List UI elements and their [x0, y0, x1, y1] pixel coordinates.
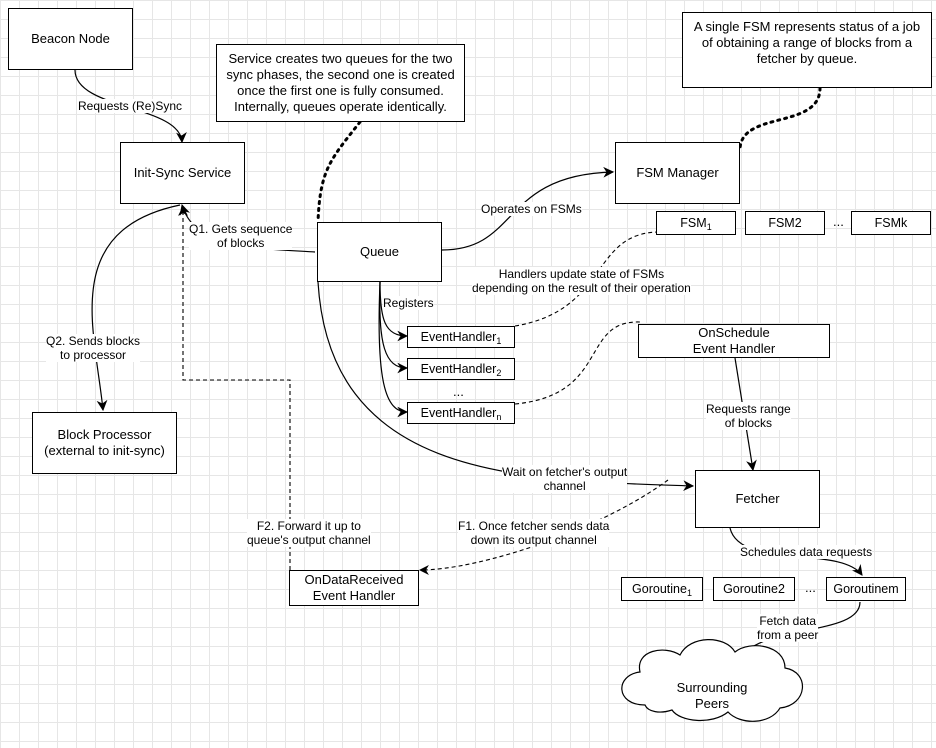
- goroutine-1[interactable]: Goroutine1: [621, 577, 703, 601]
- edge-registers-n: [378, 281, 409, 418]
- beacon-node-label: Beacon Node: [31, 31, 110, 46]
- surrounding-peers[interactable]: Surrounding Peers: [657, 680, 767, 712]
- note-queues-line-2: sync phases, the second one is created: [226, 67, 455, 82]
- event-handler-n-text: EventHandler: [420, 406, 497, 420]
- edge-handler-onschedule: [514, 321, 641, 405]
- note-fsm-line-2: of obtaining a range of blocks from a: [701, 35, 913, 50]
- event-handler-n[interactable]: EventHandlern: [407, 402, 515, 424]
- note-fsm-line-1: A single FSM represents status of a job: [693, 19, 921, 34]
- label-requests-range: Requests range of blocks: [706, 402, 791, 430]
- note-queues-line-4: Internally, queues operate identically.: [234, 99, 447, 114]
- edge-q2: [91, 204, 181, 412]
- goroutine-1-label: Goroutine1: [632, 581, 692, 598]
- beacon-node[interactable]: Beacon Node: [8, 8, 133, 70]
- label-q2-line-1: Q2. Sends blocks: [46, 334, 141, 348]
- block-processor[interactable]: Block Processor (external to init-sync): [32, 412, 177, 474]
- note-fsm: A single FSM represents status of a job …: [682, 12, 932, 88]
- note-link-fsm: [738, 86, 822, 152]
- event-handler-1-label: EventHandler1: [420, 329, 502, 346]
- label-q1-line-2: of blocks: [217, 236, 265, 250]
- block-processor-label-2: (external to init-sync): [44, 443, 165, 458]
- event-handler-2[interactable]: EventHandler2: [407, 358, 515, 380]
- label-handlers-update-line-2: depending on the result of their operati…: [472, 281, 691, 295]
- fsm-2-label: FSM2: [768, 216, 802, 230]
- fetcher-label: Fetcher: [735, 491, 780, 506]
- fsm-ellipsis: ...: [833, 214, 844, 229]
- init-sync-service[interactable]: Init-Sync Service: [120, 142, 245, 204]
- fsm-k-label: FSMk: [874, 216, 908, 230]
- label-requests-range-line-1: Requests range: [706, 402, 791, 416]
- label-requests-range-line-2: of blocks: [724, 416, 773, 430]
- note-queues-line-3: once the first one is fully consumed.: [237, 83, 444, 98]
- note-fsm-line-3: fetcher by queue.: [756, 51, 858, 66]
- label-wait-fetcher: Wait on fetcher's output channel: [502, 465, 628, 493]
- goroutine-1-sub: 1: [686, 588, 692, 598]
- label-requests-resync: Requests (Re)Sync: [78, 99, 183, 113]
- label-operates-on-fsms: Operates on FSMs: [481, 202, 582, 216]
- edge-f2: [178, 206, 291, 570]
- label-q2: Q2. Sends blocks to processor: [46, 334, 141, 362]
- fsm-1-text: FSM: [680, 216, 707, 230]
- event-handler-n-label: EventHandlern: [420, 405, 502, 422]
- event-handler-1-sub: 1: [496, 336, 502, 346]
- event-handler-n-sub: n: [496, 412, 502, 422]
- label-q1: Q1. Gets sequence of blocks: [189, 222, 293, 250]
- event-handler-1[interactable]: EventHandler1: [407, 326, 515, 348]
- goroutine-2[interactable]: Goroutine2: [713, 577, 795, 601]
- label-handlers-update: Handlers update state of FSMs depending …: [472, 267, 691, 295]
- fsm-1-sub: 1: [706, 222, 712, 232]
- peers-label-2: Peers: [695, 696, 729, 711]
- fsm-1-label: FSM1: [680, 215, 712, 232]
- event-handler-2-text: EventHandler: [420, 362, 497, 376]
- event-handler-2-label: EventHandler2: [420, 361, 502, 378]
- label-fetch-data: Fetch data from a peer: [757, 614, 819, 642]
- goroutine-ellipsis: ...: [805, 580, 816, 595]
- onschedule-label-2: Event Handler: [692, 341, 776, 356]
- label-schedules: Schedules data requests: [740, 545, 873, 559]
- fsm-manager[interactable]: FSM Manager: [615, 142, 740, 204]
- label-f1-line-1: F1. Once fetcher sends data: [458, 519, 610, 533]
- onschedule-label-1: OnSchedule: [698, 325, 770, 340]
- event-handler-ellipsis: ...: [453, 384, 464, 399]
- edge-wait-fetcher: [317, 281, 695, 492]
- label-f1-line-2: down its output channel: [470, 533, 597, 547]
- ondatareceived-label-1: OnDataReceived: [304, 572, 404, 587]
- goroutine-m[interactable]: Goroutinem: [826, 577, 906, 601]
- label-q2-line-2: to processor: [60, 348, 127, 362]
- queue[interactable]: Queue: [317, 222, 442, 282]
- note-queues-line-1: Service creates two queues for the two: [228, 51, 453, 66]
- block-processor-label-1: Block Processor: [57, 427, 152, 442]
- peers-cloud: [621, 639, 803, 722]
- fsm-manager-label: FSM Manager: [636, 165, 719, 180]
- note-link-queues: [316, 120, 362, 224]
- fsm-1[interactable]: FSM1: [656, 211, 736, 235]
- event-handler-2-sub: 2: [496, 368, 502, 378]
- fetcher[interactable]: Fetcher: [695, 470, 820, 528]
- label-q1-line-1: Q1. Gets sequence: [189, 222, 293, 236]
- note-queues: Service creates two queues for the two s…: [216, 44, 465, 122]
- label-handlers-update-line-1: Handlers update state of FSMs: [498, 267, 665, 281]
- label-fetch-data-line-2: from a peer: [757, 628, 819, 642]
- fsm-k[interactable]: FSMk: [851, 211, 931, 235]
- label-f2-line-2: queue's output channel: [247, 533, 371, 547]
- queue-label: Queue: [359, 244, 400, 259]
- ondatareceived-event-handler[interactable]: OnDataReceived Event Handler: [289, 570, 419, 606]
- ondatareceived-label-2: Event Handler: [312, 588, 396, 603]
- label-wait-fetcher-line-2: channel: [543, 479, 586, 493]
- label-fetch-data-line-1: Fetch data: [759, 614, 817, 628]
- label-f1: F1. Once fetcher sends data down its out…: [458, 519, 610, 547]
- label-f2: F2. Forward it up to queue's output chan…: [247, 519, 371, 547]
- onschedule-event-handler[interactable]: OnSchedule Event Handler: [638, 324, 830, 358]
- label-registers: Registers: [383, 296, 434, 310]
- goroutine-2-label: Goroutine2: [723, 582, 785, 596]
- edge-registers-2: [379, 281, 409, 374]
- fsm-2[interactable]: FSM2: [745, 211, 825, 235]
- goroutine-m-label: Goroutinem: [833, 582, 899, 596]
- peers-label-1: Surrounding: [676, 680, 748, 695]
- label-wait-fetcher-line-1: Wait on fetcher's output: [502, 465, 628, 479]
- label-f2-line-1: F2. Forward it up to: [256, 519, 361, 533]
- init-sync-service-label: Init-Sync Service: [133, 165, 232, 180]
- goroutine-1-text: Goroutine: [632, 582, 687, 596]
- event-handler-1-text: EventHandler: [420, 330, 497, 344]
